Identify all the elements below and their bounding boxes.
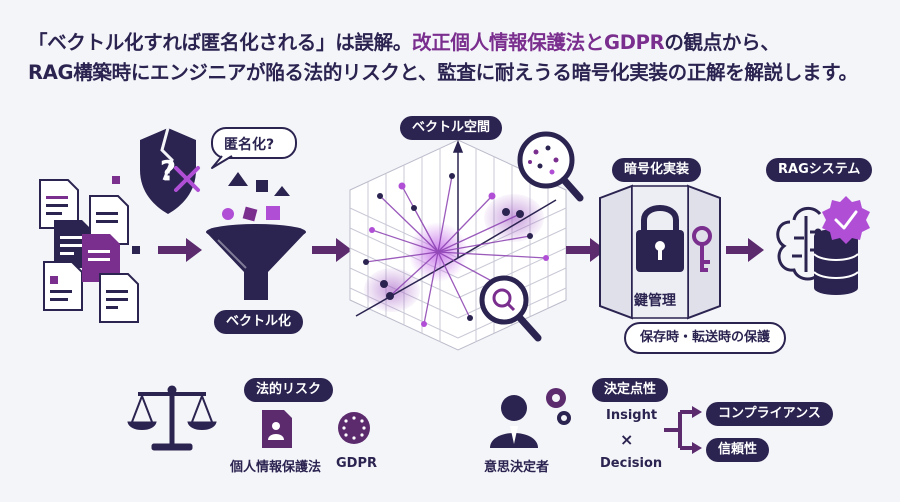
headline-line-2: RAG構築時にエンジニアが陥る法的リスクと、監査に耐えうる暗号化実装の正解を解説…: [28, 61, 858, 84]
cluster-blob: [484, 194, 544, 242]
key-management-label: 鍵管理: [634, 293, 676, 309]
gears-icon: [546, 388, 571, 425]
scale-icon: [127, 385, 217, 451]
headline-text-2: の観点から、: [664, 31, 780, 54]
branch-arrows: [664, 406, 702, 454]
anonymize-question-label: 匿名化?: [224, 137, 275, 153]
times-label: ×: [620, 430, 634, 449]
arrow-right-icon: [312, 238, 352, 262]
broken-shield-icon: ?: [140, 127, 196, 214]
gdpr-label: GDPR: [336, 456, 377, 471]
documents-icon: [39, 176, 140, 323]
vector-axes: [355, 139, 557, 317]
rag-system-label: RAGシステム: [766, 158, 873, 182]
decision-points-label: 決定点性: [592, 378, 669, 402]
vector-lines: [365, 175, 547, 325]
magnifier-icon: [479, 275, 542, 342]
headline-line-1: 「ベクトル化すれば匿名化される」は誤解。改正個人情報保護法とGDPRの観点から、: [28, 28, 878, 58]
padlock-icon: [636, 205, 684, 272]
reliability-label: 信頼性: [706, 438, 770, 462]
legal-risk-label: 法的リスク: [244, 378, 334, 402]
speech-bubble: [211, 127, 297, 169]
cross-icon: [174, 166, 200, 192]
decision-maker-label: 意思決定者: [484, 460, 550, 475]
funnel-icon: [206, 172, 306, 300]
svg-text:?: ?: [160, 154, 176, 187]
gdpr-badge-icon: [338, 412, 370, 444]
verified-badge-icon: [822, 196, 870, 244]
vector-space-label: ベクトル空間: [400, 116, 503, 140]
headline-text-1: 「ベクトル化すれば匿名化される」は誤解。: [28, 31, 413, 54]
headline-accent-text: 改正個人情報保護法とGDPR: [412, 31, 665, 54]
insight-label: Insight: [606, 408, 658, 423]
vector-points: [363, 173, 549, 327]
privacy-document-icon: [262, 410, 292, 448]
brain-icon: [776, 206, 822, 281]
key-icon: [692, 226, 712, 272]
vectorize-label: ベクトル化: [214, 310, 304, 334]
privacy-law-label: 個人情報保護法: [230, 460, 322, 475]
decision-label: Decision: [600, 456, 663, 471]
encryption-impl-label: 暗号化実装: [612, 158, 702, 182]
arrow-right-icon: [566, 238, 606, 262]
protection-label: 保存時・転送時の保護: [624, 322, 787, 354]
decision-maker-icon: [490, 395, 538, 448]
arrow-right-icon: [726, 238, 764, 262]
compliance-label: コンプライアンス: [706, 402, 833, 426]
magnifier-icon: [517, 131, 584, 202]
cluster-blob: [364, 268, 420, 312]
arrow-right-icon: [158, 238, 202, 262]
headline: 「ベクトル化すれば匿名化される」は誤解。改正個人情報保護法とGDPRの観点から、…: [28, 28, 878, 88]
